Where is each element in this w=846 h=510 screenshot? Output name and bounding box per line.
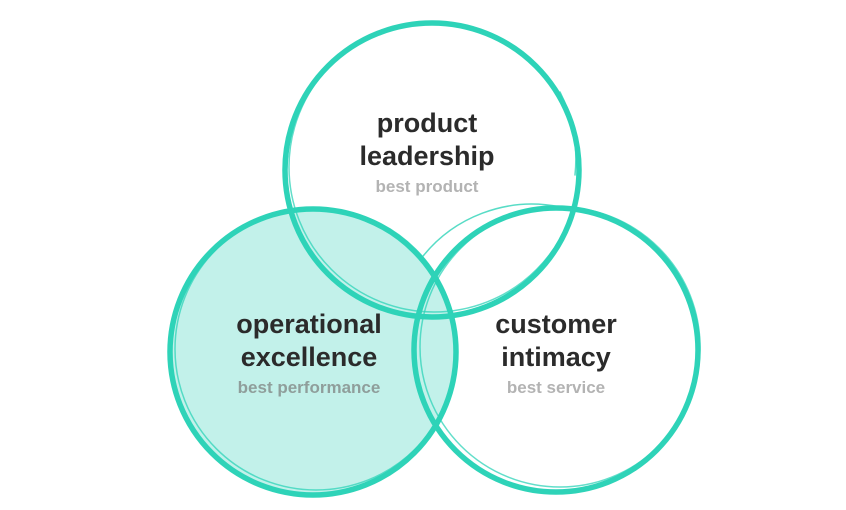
operational-excellence-circle-fill <box>170 209 456 495</box>
operational-excellence-label: operational excellence best performance <box>236 308 382 400</box>
product-leadership-circle <box>282 20 582 320</box>
product-leadership-subtitle: best product <box>375 177 479 196</box>
operational-excellence-title-line-1: operational <box>236 309 382 339</box>
product-leadership-label: product leadership best product <box>359 107 494 199</box>
product-leadership-title: product leadership <box>359 107 494 173</box>
operational-excellence-title: operational excellence <box>236 308 382 374</box>
operational-excellence-title-line-2: excellence <box>240 342 378 372</box>
product-leadership-title-line-1: product <box>376 108 478 138</box>
product-leadership-title-line-2: leadership <box>359 141 495 171</box>
customer-intimacy-title-line-1: customer <box>495 309 617 339</box>
customer-intimacy-subtitle: best service <box>506 378 606 397</box>
customer-intimacy-label: customer intimacy best service <box>495 308 617 400</box>
operational-excellence-circle <box>167 206 459 498</box>
customer-intimacy-circle <box>411 203 701 495</box>
customer-intimacy-title: customer intimacy <box>495 308 617 374</box>
operational-excellence-subtitle: best performance <box>237 378 381 397</box>
customer-intimacy-title-line-2: intimacy <box>501 342 611 372</box>
